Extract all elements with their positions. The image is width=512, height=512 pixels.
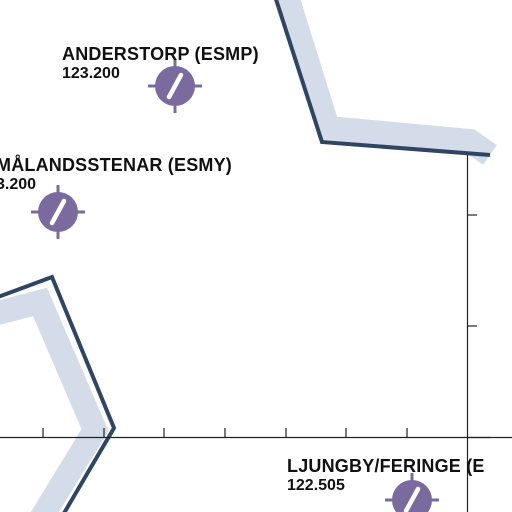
airspace-boundary-north: [274, 0, 497, 165]
airport-icon[interactable]: [31, 185, 85, 239]
boundary-band: [275, 0, 497, 165]
airport-label-smalandsstenar[interactable]: MÅLANDSSTENAR (ESMY) 3.200: [0, 156, 232, 193]
boundary-band: [0, 287, 109, 512]
airport-icon[interactable]: [385, 473, 439, 512]
airport-name: ANDERSTORP (ESMP): [62, 44, 259, 64]
boundary-line: [274, 0, 491, 157]
airspace-boundary-south: [0, 274, 117, 512]
airport-label-ljungby[interactable]: LJUNGBY/FERINGE (E 122.505: [287, 457, 485, 494]
airport-frequency: 123.200: [62, 65, 120, 82]
airport-frequency: 3.200: [0, 176, 37, 193]
airport-name: LJUNGBY/FERINGE (E: [287, 456, 485, 476]
airport-frequency: 122.505: [287, 477, 345, 494]
boundary-line: [0, 274, 117, 512]
graticule: [0, 155, 512, 512]
airport-icon[interactable]: [148, 59, 202, 113]
airport-label-anderstorp[interactable]: ANDERSTORP (ESMP) 123.200: [62, 45, 259, 82]
airport-name: MÅLANDSSTENAR (ESMY): [0, 155, 232, 175]
